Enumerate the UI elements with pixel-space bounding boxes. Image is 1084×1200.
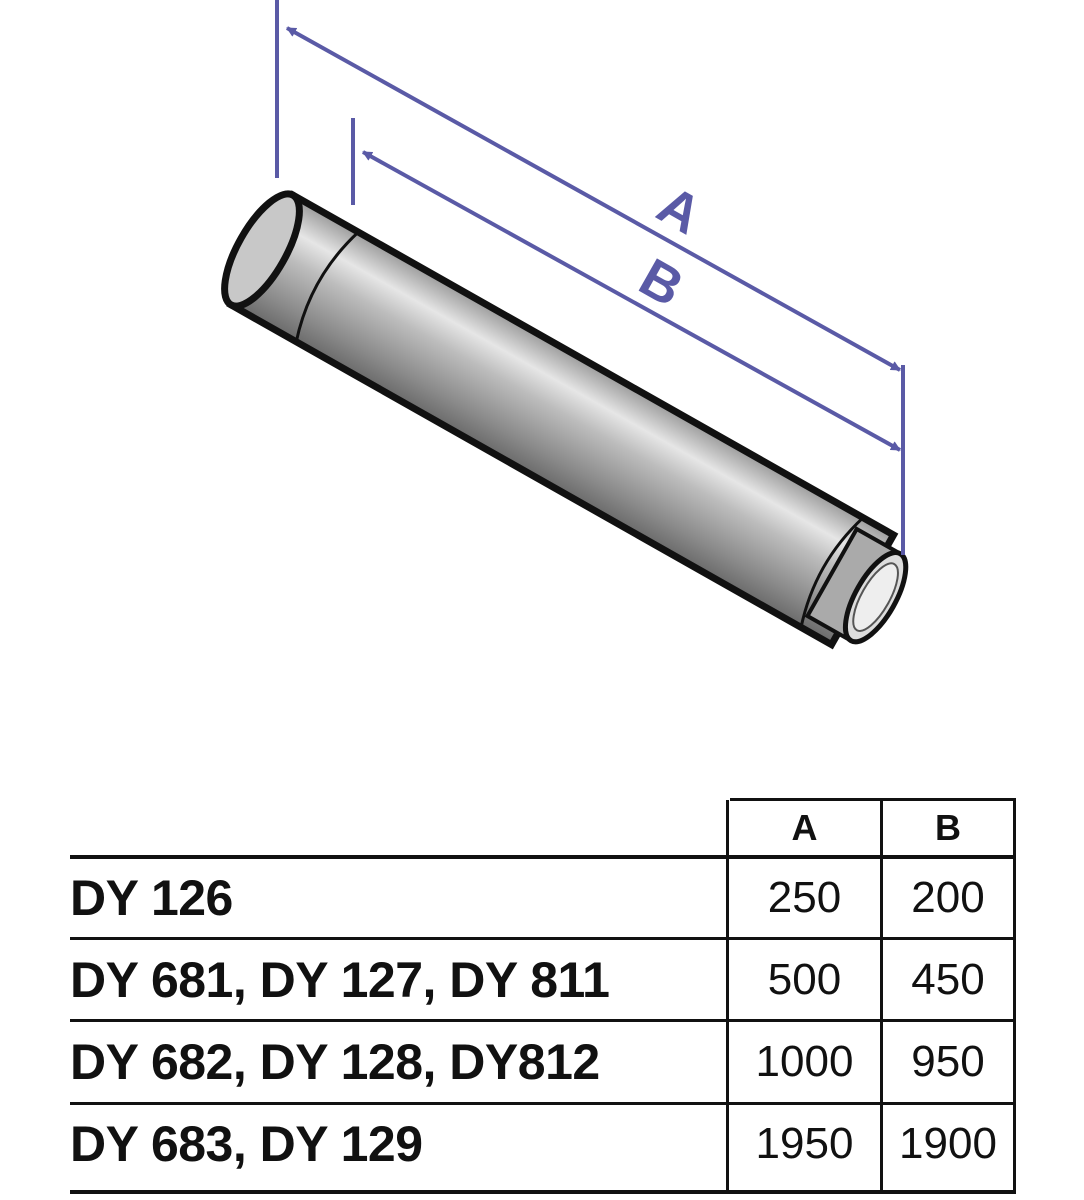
- value-b: 950: [911, 1037, 985, 1086]
- model-name: DY 682, DY 128, DY812: [70, 1034, 600, 1090]
- value-a: 1950: [755, 1119, 854, 1168]
- model-name: DY 683, DY 129: [70, 1116, 423, 1172]
- model-name: DY 126: [70, 870, 233, 926]
- model-name: DY 681, DY 127, DY 811: [70, 951, 610, 1008]
- dimension-b-line: [362, 150, 901, 452]
- header-b: B: [935, 807, 961, 848]
- dimension-b-label: B: [630, 247, 693, 318]
- pipe: [221, 190, 909, 650]
- value-b: 200: [911, 873, 985, 922]
- value-b: 1900: [899, 1119, 997, 1168]
- value-a: 1000: [755, 1037, 854, 1086]
- dimension-lines: [275, 0, 905, 555]
- header-a: A: [791, 807, 818, 848]
- value-a: 500: [767, 954, 842, 1004]
- value-b: 450: [911, 954, 985, 1004]
- value-a: 250: [767, 873, 842, 922]
- pipe-drawing: A B: [221, 0, 909, 650]
